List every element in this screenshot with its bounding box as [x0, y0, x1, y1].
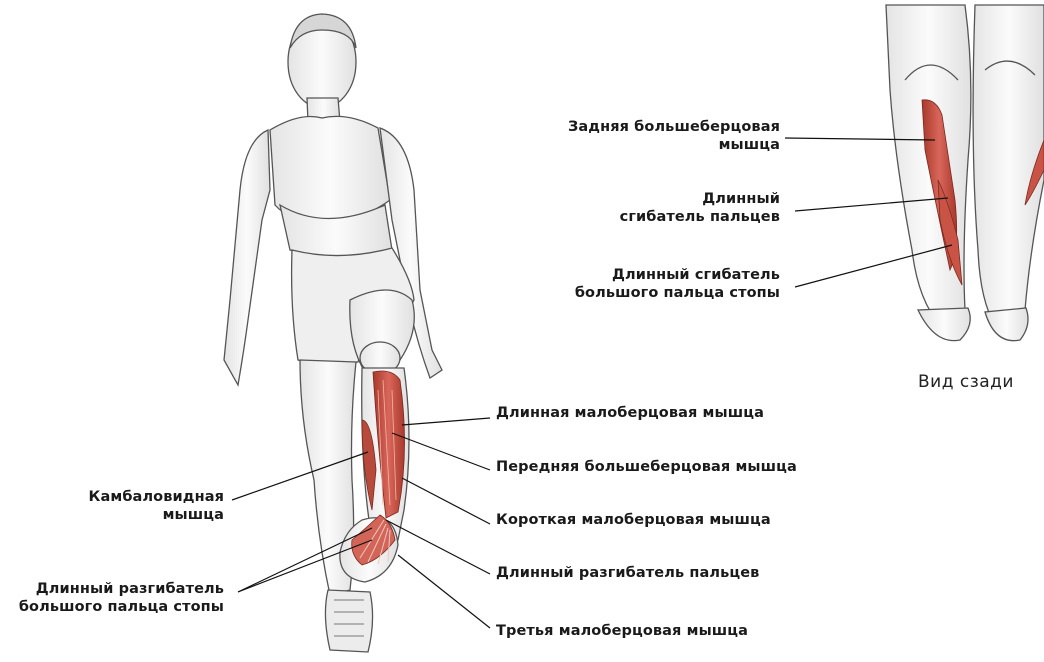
label-flexor-hallucis-longus: Длинный сгибатель большого пальца стопы: [520, 266, 780, 302]
label-flexor-hallucis-longus-line2: большого пальца стопы: [520, 284, 780, 302]
label-peroneus-longus: Длинная малоберцовая мышца: [496, 404, 764, 422]
sports-top: [270, 116, 390, 222]
label-peroneus-brevis: Короткая малоберцовая мышца: [496, 511, 771, 529]
label-extensor-digitorum-longus: Длинный разгибатель пальцев: [496, 564, 759, 582]
view-caption: Вид сзади: [918, 372, 1014, 392]
rear-leg-right: [973, 5, 1044, 325]
leader-peroneus-longus: [402, 418, 490, 425]
label-posterior-tibialis-line1: Задняя большеберцовая: [520, 118, 780, 136]
front-figure: [224, 14, 442, 652]
shoe: [325, 590, 372, 652]
label-soleus-line2: мышца: [20, 506, 224, 524]
label-flexor-digitorum-longus: Длинный сгибатель пальцев: [520, 190, 780, 226]
label-posterior-tibialis: Задняя большеберцовая мышца: [520, 118, 780, 154]
leader-extensor-digitorum: [386, 520, 490, 574]
label-flexor-hallucis-longus-line1: Длинный сгибатель: [520, 266, 780, 284]
label-posterior-tibialis-line2: мышца: [520, 136, 780, 154]
label-extensor-hallucis-longus: Длинный разгибатель большого пальца стоп…: [4, 580, 224, 616]
rear-heel-left: [918, 308, 970, 341]
left-arm: [224, 130, 270, 385]
leader-peroneus-brevis: [402, 478, 490, 524]
label-flexor-digitorum-longus-line2: сгибатель пальцев: [520, 208, 780, 226]
label-flexor-digitorum-longus-line1: Длинный: [520, 190, 780, 208]
label-tibialis-anterior: Передняя большеберцовая мышца: [496, 458, 797, 476]
rear-view-legs: [886, 5, 1044, 341]
label-extensor-hallucis-longus-line2: большого пальца стопы: [4, 598, 224, 616]
label-soleus: Камбаловидная мышца: [20, 488, 224, 524]
label-soleus-line1: Камбаловидная: [20, 488, 224, 506]
label-peroneus-tertius: Третья малоберцовая мышца: [496, 622, 748, 640]
leader-peroneus-tertius: [398, 555, 490, 628]
label-extensor-hallucis-longus-line1: Длинный разгибатель: [4, 580, 224, 598]
rear-heel-right: [985, 308, 1028, 341]
